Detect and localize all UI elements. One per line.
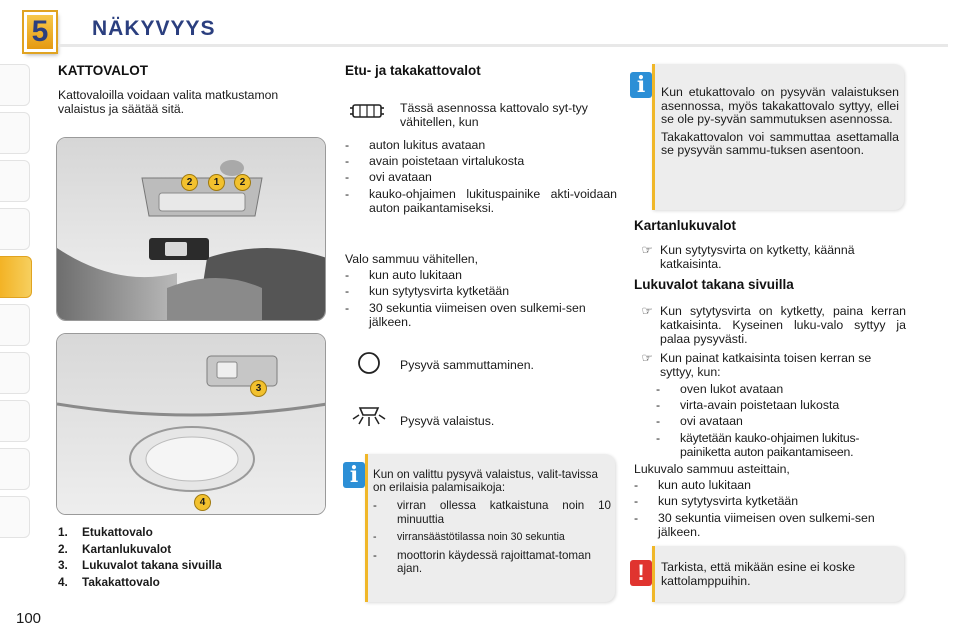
- header-divider: [58, 44, 948, 47]
- chapter-tab[interactable]: [0, 160, 30, 202]
- callout-4: 4: [194, 494, 211, 511]
- legend-item: 3.Lukuvalot takana sivuilla: [58, 558, 222, 572]
- warning-icon: !: [630, 560, 652, 586]
- callout-3: 3: [250, 380, 267, 397]
- chapter-tabs: [0, 64, 34, 544]
- chapter-tab[interactable]: [0, 304, 30, 346]
- info-box-content: Kun etukattovalo on pysyvän valaistuksen…: [661, 85, 899, 158]
- list-item: -kun sytytysvirta kytketään: [634, 494, 799, 509]
- legend-item: 4.Takakattovalo: [58, 574, 160, 589]
- hand-icon: ☞: [641, 350, 653, 365]
- door-mode-text: Tässä asennossa kattovalo syt-tyy vähite…: [400, 101, 588, 130]
- fade-intro: Valo sammuu vähitellen,: [345, 252, 479, 266]
- front-rear-heading: Etu- ja takakattovalot: [345, 63, 481, 78]
- list-item: -30 sekuntia viimeisen oven sulkemi-sen …: [345, 300, 586, 329]
- info-box-content: Kun on valittu pysyvä valaistus, valit-t…: [373, 468, 611, 575]
- warning-box: Tarkista, että mikään esine ei koske kat…: [652, 546, 904, 602]
- hand-icon: ☞: [641, 243, 653, 257]
- door-mode-list: -auton lukitus avataan -avain poistetaan…: [345, 138, 617, 215]
- warning-text: Tarkista, että mikään esine ei koske kat…: [661, 560, 856, 589]
- kattovalot-intro: Kattovaloilla voidaan valita matkustamon…: [58, 88, 279, 116]
- chapter-tab[interactable]: [0, 112, 30, 154]
- callout-1: 1: [208, 174, 225, 191]
- list-item: -kauko-ohjaimen lukituspainike akti-void…: [345, 186, 617, 215]
- list-item: -ovi avataan: [345, 170, 432, 185]
- off-circle-icon: [357, 351, 381, 380]
- fade-out-list: Valo sammuu vähitellen, -kun auto lukita…: [345, 252, 617, 329]
- list-item: -virransäästötilassa noin 30 sekuntia: [373, 530, 565, 543]
- list-item: -virran ollessa katkaistuna noin 10 minu…: [373, 499, 611, 526]
- chapter-tab[interactable]: [0, 496, 30, 538]
- list-item: -oven lukot avataan: [656, 382, 784, 397]
- page-number: 100: [16, 610, 42, 627]
- list-item: -ovi avataan: [656, 414, 743, 429]
- map-lights-item: ☞Kun sytytysvirta on kytketty, käännä ka…: [634, 243, 906, 271]
- list-item: -kun auto lukitaan: [634, 478, 751, 493]
- legend-item: 2.Kartanlukuvalot: [58, 541, 172, 556]
- callout-2-left: 2: [181, 174, 198, 191]
- photo-legend: 1.Etukattovalo 2.Kartanlukuvalot 3.Lukuv…: [58, 524, 222, 590]
- rear-side-sublist: -oven lukot avataan -virta-avain poistet…: [634, 382, 906, 459]
- info-paragraph: Kun etukattovalo on pysyvän valaistuksen…: [661, 85, 899, 127]
- chapter-number: 5: [24, 12, 56, 52]
- info-icon: i: [630, 72, 652, 98]
- list-item: -virta-avain poistetaan lukosta: [656, 398, 840, 413]
- door-courtesy-icon: [350, 101, 384, 126]
- info-intro: Kun on valittu pysyvä valaistus, valit-t…: [373, 468, 598, 495]
- callout-2-right: 2: [234, 174, 251, 191]
- info-box-lighting-times: Kun on valittu pysyvä valaistus, valit-t…: [365, 454, 615, 602]
- chapter-tab[interactable]: [0, 352, 30, 394]
- page-header: 5 NÄKYVYYS: [0, 0, 960, 58]
- list-item: -kun auto lukitaan: [345, 268, 462, 283]
- rear-side-list: ☞Kun sytytysvirta on kytketty, paina ker…: [634, 304, 906, 539]
- kattovalot-heading: KATTOVALOT: [58, 63, 148, 78]
- permanent-on-text: Pysyvä valaistus.: [400, 414, 495, 428]
- list-item: -avain poistetaan virtalukosta: [345, 154, 525, 169]
- chapter-tab[interactable]: [0, 400, 30, 442]
- hand-icon: ☞: [641, 304, 653, 318]
- page-title: NÄKYVYYS: [92, 17, 216, 40]
- info-box-rear-light: Kun etukattovalo on pysyvän valaistuksen…: [652, 64, 904, 210]
- rear-ceiling-light-photo: [56, 333, 326, 515]
- list-item: -moottorin käydessä rajoittamat-toman aj…: [373, 549, 591, 576]
- legend-item: 1.Etukattovalo: [58, 525, 153, 539]
- chapter-tab[interactable]: [0, 208, 30, 250]
- chapter-tab[interactable]: [0, 64, 30, 106]
- info-paragraph: Takakattovalon voi sammuttaa asettamalla…: [661, 129, 899, 158]
- permanent-off-text: Pysyvä sammuttaminen.: [400, 358, 534, 372]
- rear-side-fade-intro: Lukuvalo sammuu asteittain,: [634, 462, 790, 477]
- permanent-light-icon: [352, 404, 386, 435]
- list-item: -auton lukitus avataan: [345, 138, 486, 152]
- chapter-tab-active[interactable]: [0, 256, 32, 298]
- rear-side-heading: Lukuvalot takana sivuilla: [634, 277, 794, 292]
- chapter-tab[interactable]: [0, 448, 30, 490]
- map-lights-heading: Kartanlukuvalot: [634, 218, 737, 233]
- info-icon: i: [343, 462, 365, 488]
- list-item: -kun sytytysvirta kytketään: [345, 284, 510, 299]
- front-ceiling-light-photo: [56, 137, 326, 321]
- list-item: -30 sekuntia viimeisen oven sulkemi-sen …: [634, 510, 875, 539]
- list-item: -käytetään kauko-ohjaimen lukitus-painik…: [656, 430, 860, 459]
